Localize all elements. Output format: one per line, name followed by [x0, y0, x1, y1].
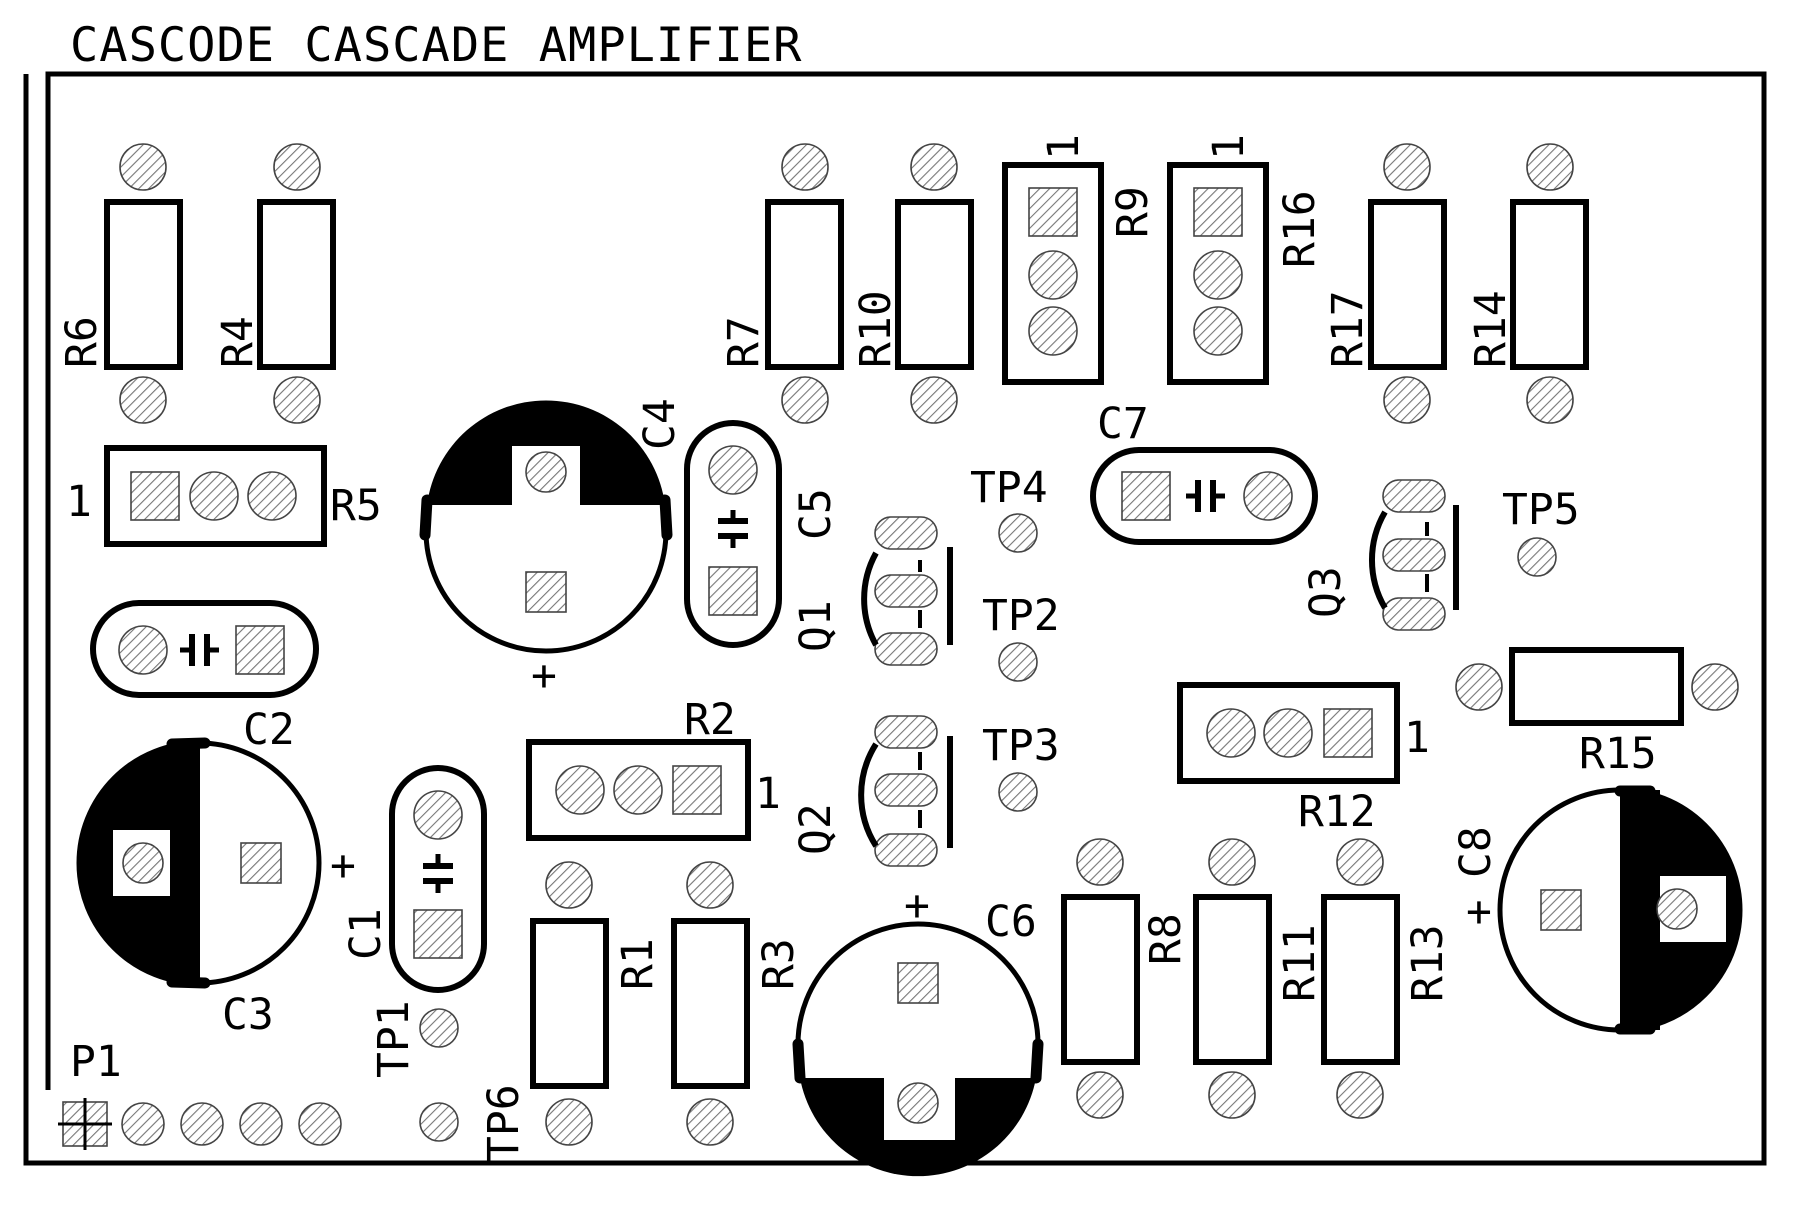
label-r2: R2 — [684, 695, 736, 745]
pin1-r2: 1 — [755, 769, 781, 819]
transistor-q1[interactable]: Q1 — [791, 516, 953, 666]
trimmer-r9[interactable]: R9 1 — [1002, 134, 1158, 385]
label-c3: C3 — [222, 990, 274, 1040]
testpoint-tp2[interactable]: TP2 — [982, 591, 1060, 682]
label-tp4: TP4 — [970, 463, 1048, 513]
label-r3: R3 — [754, 938, 804, 990]
testpoint-tp3[interactable]: TP3 — [982, 721, 1060, 812]
trimmer-r16[interactable]: R16 1 — [1167, 134, 1325, 385]
capacitor-c4[interactable]: C4 + — [419, 398, 685, 701]
label-c7: C7 — [1097, 399, 1149, 449]
label-c2: C2 — [243, 705, 295, 755]
label-r4: R4 — [213, 316, 263, 368]
capacitor-c1[interactable]: C1 — [341, 765, 487, 993]
label-q1: Q1 — [791, 600, 841, 652]
capacitor-c3[interactable]: C3 + — [76, 737, 356, 1040]
transistor-q2[interactable]: Q2 — [791, 715, 953, 867]
capacitor-c5[interactable]: C5 — [684, 420, 841, 648]
capacitor-c7[interactable]: C7 — [1090, 399, 1318, 545]
label-q3: Q3 — [1301, 566, 1351, 618]
testpoint-tp1[interactable]: TP1 — [369, 1000, 459, 1078]
label-r12: R12 — [1298, 787, 1376, 837]
trimmer-r2[interactable]: R2 1 — [526, 695, 781, 841]
label-r6: R6 — [57, 316, 107, 368]
label-r9: R9 — [1108, 186, 1158, 238]
capacitor-c6[interactable]: C6 + — [792, 881, 1044, 1177]
resistor-r1[interactable]: R1 — [530, 861, 663, 1146]
label-r16: R16 — [1275, 190, 1325, 268]
pin1-r12: 1 — [1404, 713, 1430, 763]
resistor-r3[interactable]: R3 — [671, 861, 804, 1146]
resistor-r17[interactable]: R17 — [1323, 143, 1447, 424]
resistor-r15[interactable]: R15 — [1455, 647, 1739, 779]
label-c5: C5 — [791, 488, 841, 540]
label-r13: R13 — [1403, 924, 1453, 1002]
transistor-q3[interactable]: Q3 — [1301, 479, 1459, 631]
testpoint-tp6[interactable]: TP6 — [419, 1084, 529, 1162]
label-tp3: TP3 — [982, 721, 1060, 771]
testpoint-tp4[interactable]: TP4 — [970, 463, 1048, 553]
trimmer-r12[interactable]: R12 1 — [1177, 682, 1430, 837]
plus-c6: + — [904, 881, 930, 931]
pin1-r16: 1 — [1204, 134, 1254, 160]
label-q2: Q2 — [791, 803, 841, 855]
label-r15: R15 — [1579, 729, 1657, 779]
plus-c8: + — [1466, 887, 1492, 937]
label-r5: R5 — [330, 481, 382, 531]
label-c4: C4 — [635, 398, 685, 450]
label-tp5: TP5 — [1502, 485, 1580, 535]
label-p1: P1 — [70, 1037, 122, 1087]
label-tp1: TP1 — [369, 1000, 419, 1078]
connector-p1[interactable]: P1 — [58, 1037, 342, 1150]
resistor-r7[interactable]: R7 — [719, 143, 844, 424]
plus-c4: + — [531, 651, 557, 701]
label-r11: R11 — [1275, 924, 1325, 1002]
label-r8: R8 — [1141, 913, 1191, 965]
board-title: CASCODE CASCADE AMPLIFIER — [70, 18, 802, 73]
label-c1: C1 — [341, 908, 391, 960]
label-c8: C8 — [1451, 826, 1501, 878]
resistor-r14[interactable]: R14 — [1466, 143, 1589, 424]
label-r17: R17 — [1323, 290, 1373, 368]
trimmer-r5[interactable]: R5 1 — [66, 445, 382, 547]
capacitor-c2[interactable]: C2 — [90, 600, 319, 755]
capacitor-c8[interactable]: C8 + — [1451, 785, 1743, 1035]
plus-c3: + — [330, 841, 356, 891]
label-tp2: TP2 — [982, 591, 1060, 641]
resistor-r4[interactable]: R4 — [213, 143, 336, 424]
label-tp6: TP6 — [479, 1084, 529, 1162]
label-r1: R1 — [613, 938, 663, 990]
pin1-r5: 1 — [66, 477, 92, 527]
label-r10: R10 — [851, 290, 901, 368]
resistor-r11[interactable]: R11 — [1193, 838, 1325, 1119]
label-c6: C6 — [985, 897, 1037, 947]
label-r7: R7 — [719, 316, 769, 368]
pin1-r9: 1 — [1039, 134, 1089, 160]
label-r14: R14 — [1466, 290, 1516, 368]
resistor-r10[interactable]: R10 — [851, 143, 974, 424]
resistor-r13[interactable]: R13 — [1321, 838, 1453, 1119]
resistor-r8[interactable]: R8 — [1061, 838, 1191, 1119]
testpoint-tp5[interactable]: TP5 — [1502, 485, 1580, 577]
resistor-r6[interactable]: R6 — [57, 143, 183, 424]
